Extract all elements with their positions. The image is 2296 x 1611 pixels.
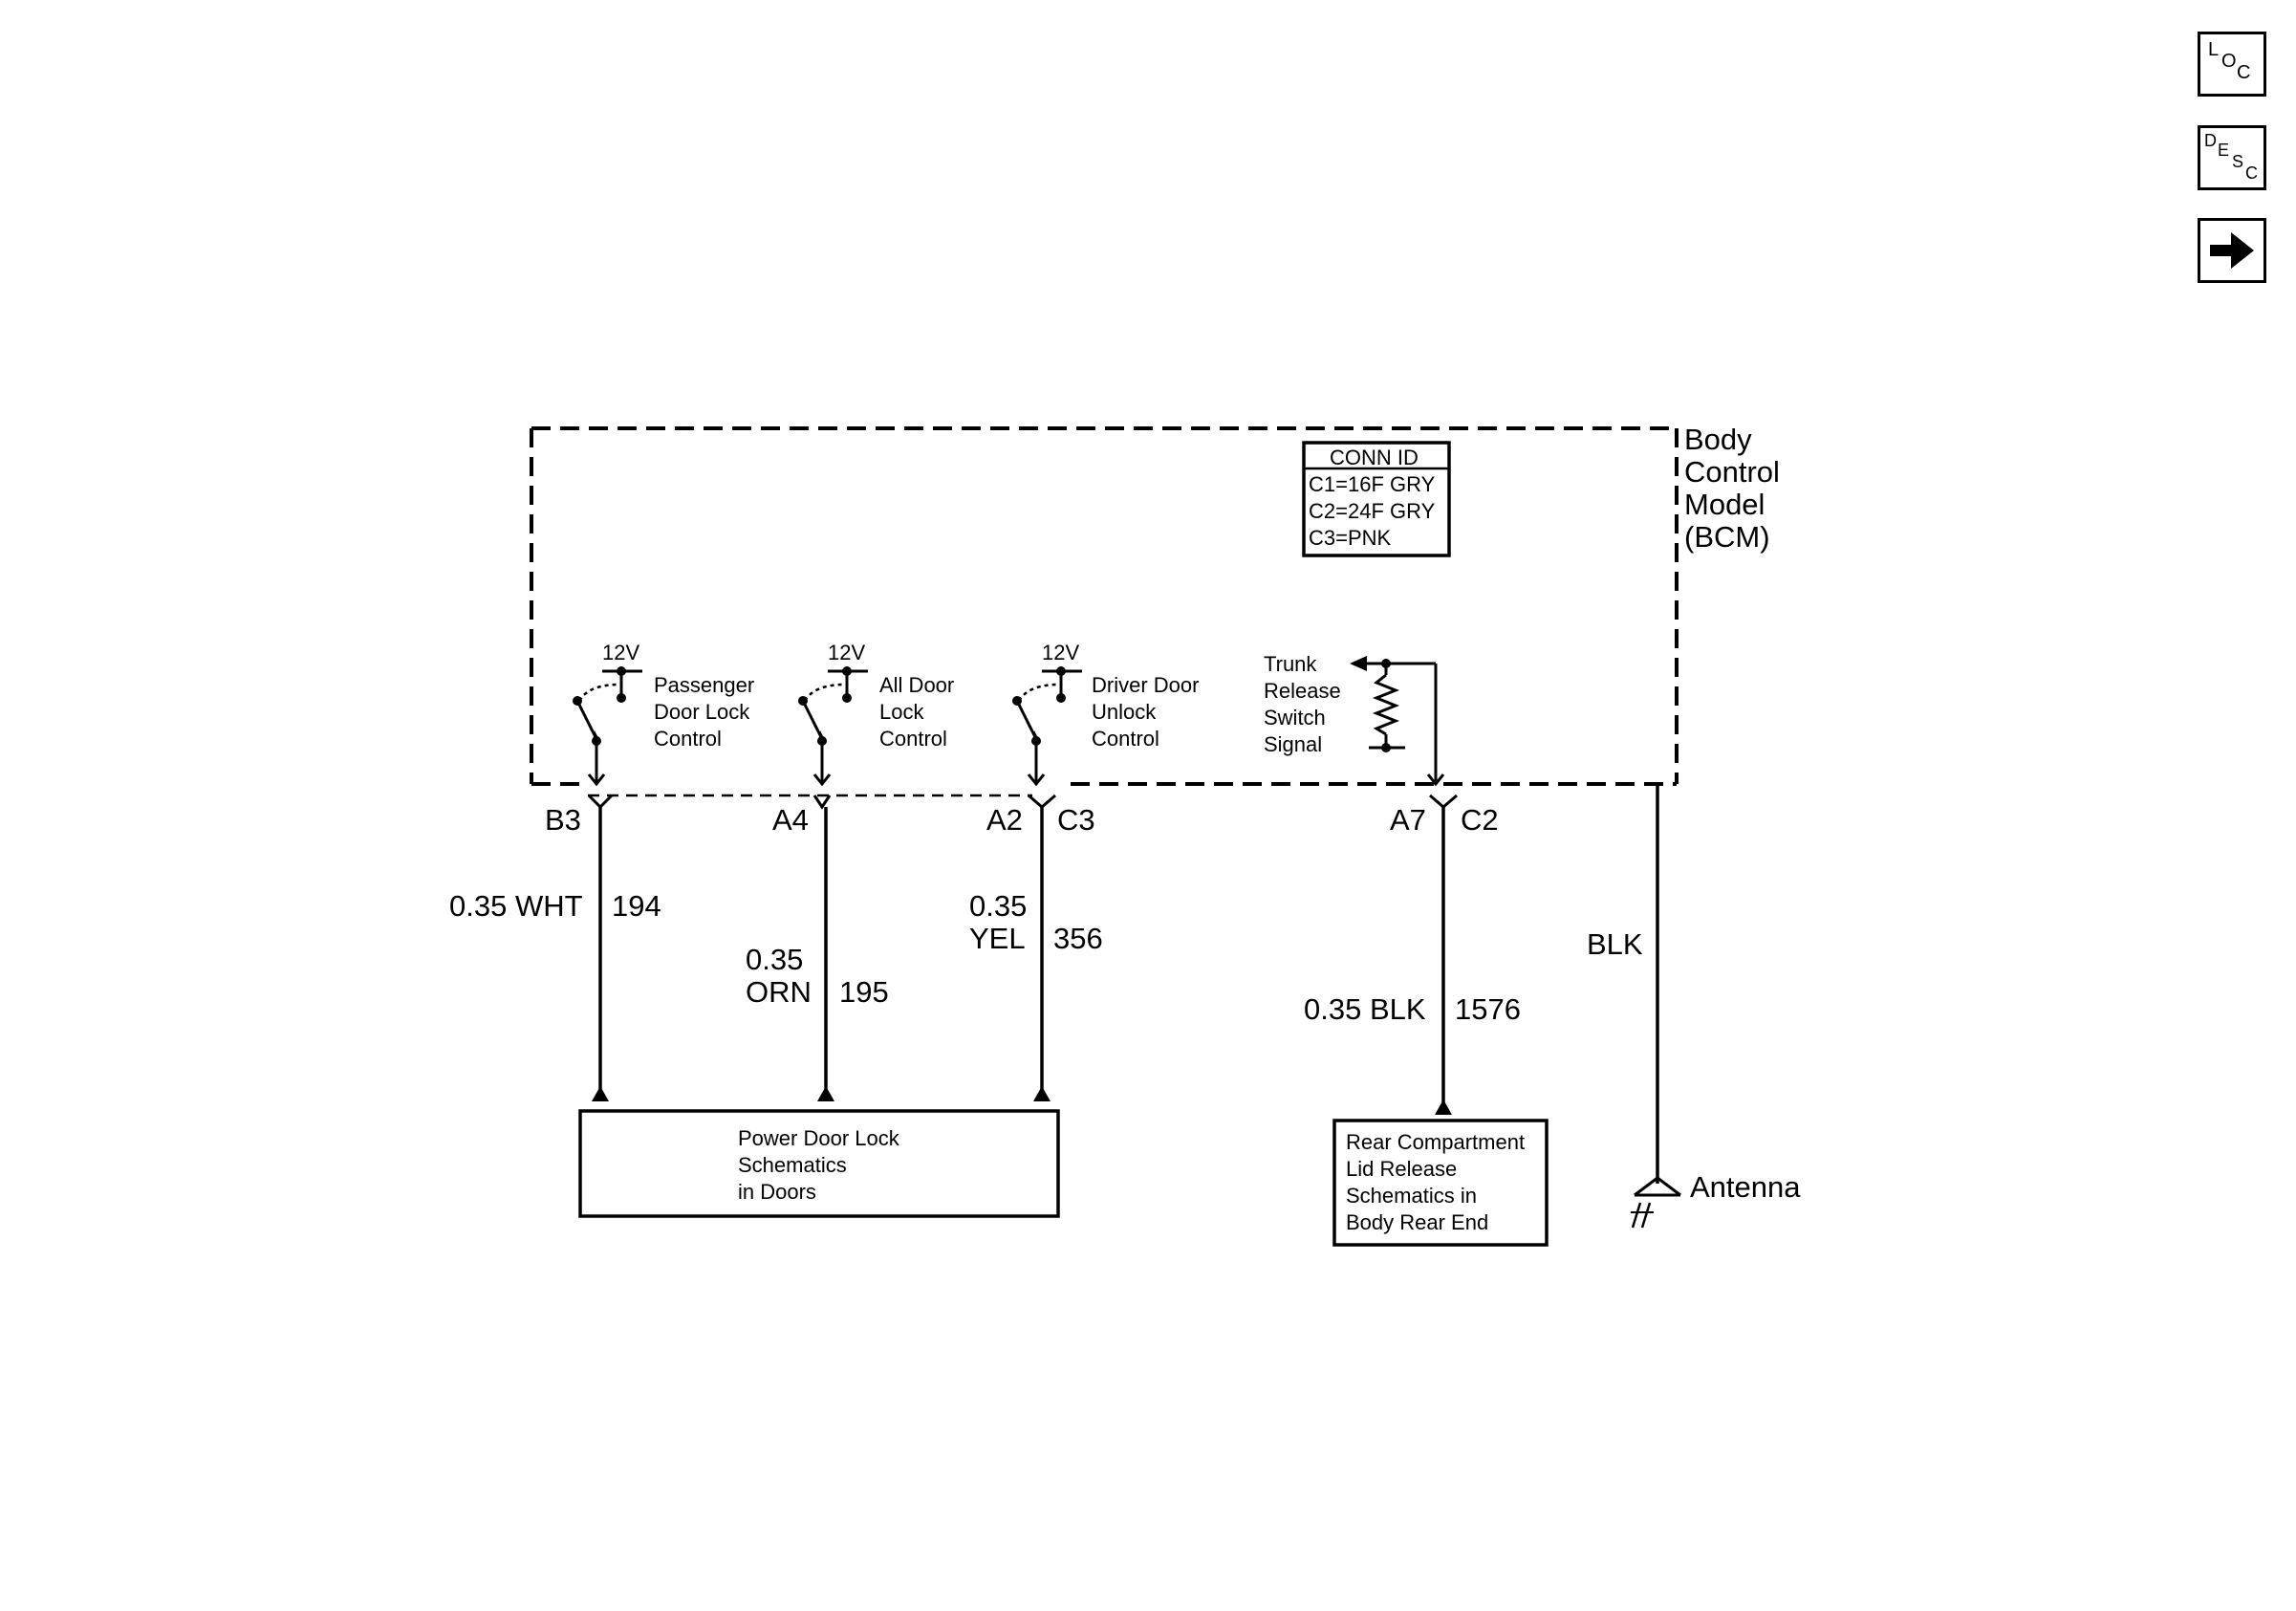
trunk-label-line-2: Release (1264, 679, 1341, 703)
wire-195-color: ORN (746, 975, 812, 1009)
bcm-boundary (530, 426, 1679, 786)
wire-195-circuit: 195 (839, 975, 889, 1009)
loc-letter-o: O (2221, 51, 2237, 72)
arrow-right-icon (2210, 232, 2254, 269)
conn-id-row-3: C3=PNK (1309, 526, 1392, 550)
switch-3-label-line-1: Driver Door (1092, 673, 1199, 697)
pin-c3: C3 (1057, 803, 1095, 837)
pin-a7: A7 (1390, 803, 1426, 837)
wire-195-arrow-icon (817, 1086, 834, 1101)
wire-1576-gauge-color: 0.35 BLK (1304, 992, 1426, 1026)
wire-1576-circuit: 1576 (1455, 992, 1521, 1026)
bcm-name-line-4: (BCM) (1684, 520, 1770, 554)
switch-2-pivot (798, 696, 808, 706)
rear-compartment-line-3: Schematics in (1346, 1184, 1477, 1208)
rear-compartment-line-2: Lid Release (1346, 1157, 1457, 1181)
switch-2-label-line-1: All Door (879, 673, 954, 697)
conn-id-table: CONN ID C1=16F GRY C2=24F GRY C3=PNK (1302, 441, 1451, 557)
switch-2-contact-bottom (817, 736, 827, 746)
antenna-label: Antenna (1690, 1170, 1801, 1204)
trunk-node-bottom (1381, 743, 1391, 752)
switch-1-label-line-1: Passenger (654, 673, 754, 697)
switch-3-label-line-2: Unlock (1092, 700, 1157, 724)
switch-1-contact-fixed (617, 693, 626, 703)
loc-letter-l: L (2208, 39, 2220, 60)
antenna-ground-icon (1631, 1176, 1681, 1229)
ground-wire-color: BLK (1587, 927, 1643, 961)
switch-3-contact-top (1056, 666, 1066, 676)
switch-3-contact-bottom (1031, 736, 1041, 746)
bcm-name-line-3: Model (1684, 488, 1765, 521)
pin-a4: A4 (772, 803, 809, 837)
rear-compartment-line-4: Body Rear End (1346, 1210, 1488, 1234)
switch-1-label-line-2: Door Lock (654, 700, 750, 724)
bcm-name-line-1: Body (1684, 423, 1752, 456)
wire-356-arrow-icon (1033, 1086, 1051, 1101)
conn-id-row-2: C2=24F GRY (1309, 499, 1436, 523)
desc-letter-s: S (2232, 152, 2244, 171)
trunk-signal-circuit (1357, 662, 1445, 787)
power-door-lock-box: Power Door Lock Schematics in Doors (578, 1109, 1060, 1218)
power-door-lock-line-3: in Doors (738, 1180, 816, 1204)
rear-compartment-box: Rear Compartment Lid Release Schematics … (1332, 1119, 1549, 1247)
trunk-label-line-4: Signal (1264, 732, 1322, 756)
switch-2-label-line-2: Lock (879, 700, 924, 724)
switch-2-contact-fixed (842, 693, 852, 703)
switch-2-label-line-3: Control (879, 727, 947, 751)
power-door-lock-line-1: Power Door Lock (738, 1126, 900, 1150)
switch-1-label-line-3: Control (654, 727, 722, 751)
wire-194-circuit: 194 (612, 889, 661, 923)
pin-a2: A2 (986, 803, 1023, 837)
bcm-name-line-2: Control (1684, 455, 1780, 489)
switch-1-contact-bottom (592, 736, 601, 746)
switch-2-voltage: 12V (828, 641, 865, 664)
wire-194-arrow-icon (592, 1086, 609, 1101)
switch-1-pivot (573, 696, 582, 706)
wire-194-gauge-color: 0.35 WHT (449, 889, 583, 923)
rear-compartment-line-1: Rear Compartment (1346, 1130, 1525, 1154)
switch-3-contact-fixed (1056, 693, 1066, 703)
switch-3-voltage: 12V (1042, 641, 1079, 664)
switch-3-label-line-3: Control (1092, 727, 1159, 751)
desc-letter-d: D (2204, 131, 2217, 150)
conn-id-row-1: C1=16F GRY (1309, 472, 1436, 496)
power-door-lock-line-2: Schematics (738, 1153, 847, 1177)
connector-terminals (587, 794, 1458, 810)
wire-1576-arrow-icon (1435, 1099, 1452, 1115)
wire-lines (598, 784, 1659, 1184)
switch-1-contact-top (617, 666, 626, 676)
trunk-node-top (1381, 659, 1391, 668)
loc-button[interactable]: L O C (2198, 32, 2266, 97)
pin-c2: C2 (1461, 803, 1499, 837)
switch-all-door-lock (801, 669, 868, 787)
trunk-label-line-3: Switch (1264, 706, 1326, 729)
pin-b3: B3 (545, 803, 581, 837)
trunk-label-line-1: Trunk (1264, 652, 1317, 676)
desc-button[interactable]: D E S C (2198, 125, 2266, 190)
conn-id-header: CONN ID (1330, 446, 1419, 469)
wire-356-color: YEL (969, 922, 1026, 955)
loc-letter-c: C (2237, 62, 2251, 83)
desc-letter-c: C (2245, 163, 2258, 183)
switch-driver-door-unlock (1015, 669, 1082, 787)
wire-195-gauge: 0.35 (746, 943, 803, 976)
switch-1-voltage: 12V (602, 641, 639, 664)
wire-356-circuit: 356 (1053, 922, 1103, 955)
next-button[interactable] (2198, 218, 2266, 283)
switch-passenger-door-lock (575, 669, 642, 787)
wire-356-gauge: 0.35 (969, 889, 1027, 923)
desc-letter-e: E (2218, 141, 2230, 160)
switch-3-pivot (1012, 696, 1022, 706)
switch-2-contact-top (842, 666, 852, 676)
trunk-signal-arrow-icon (1350, 656, 1367, 671)
